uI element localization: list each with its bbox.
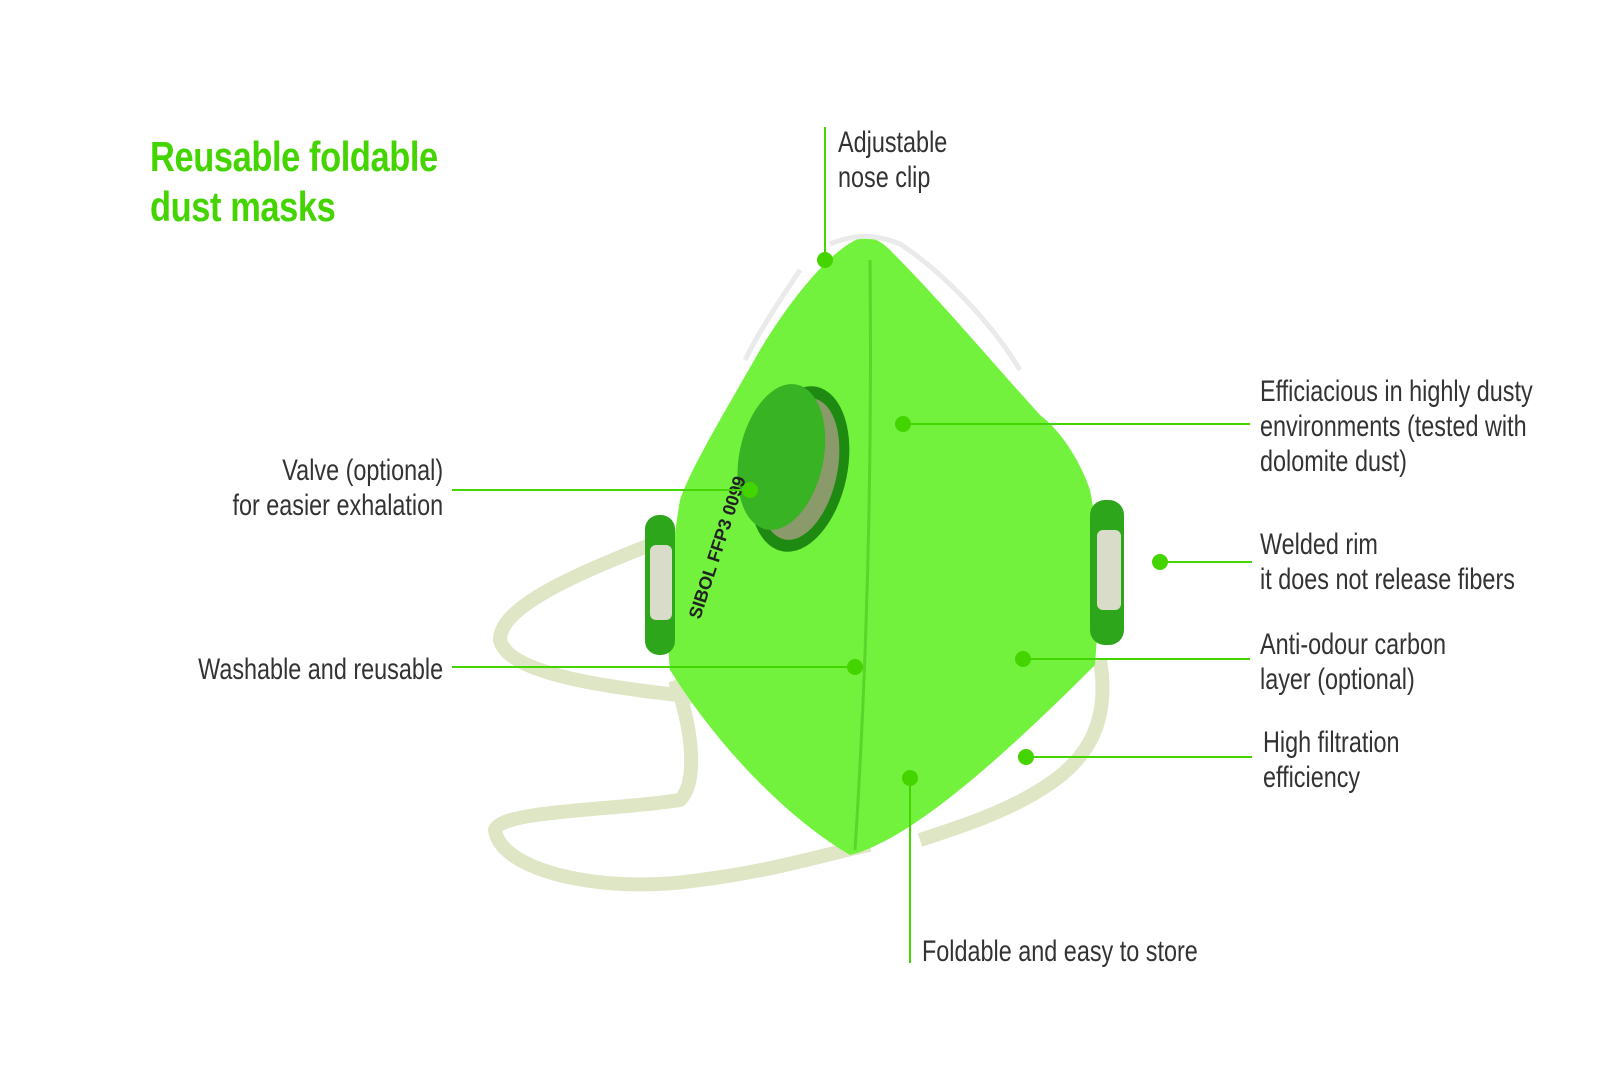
callout-text: Adjustable xyxy=(838,126,948,159)
callout-text: dolomite dust) xyxy=(1260,445,1407,478)
title-line-1: Reusable foldable xyxy=(150,133,438,180)
callout-text: it does not release fibers xyxy=(1260,563,1515,596)
callout-lines xyxy=(452,127,1252,963)
callout-washable: Washable and reusable xyxy=(198,652,443,687)
strap-clip-right xyxy=(1090,500,1124,645)
dot-filtration xyxy=(1018,749,1034,765)
callout-valve: Valve (optional) for easier exhalation xyxy=(232,453,443,523)
dot-nose-clip xyxy=(817,252,833,268)
callout-text: nose clip xyxy=(838,161,931,194)
dot-valve xyxy=(742,482,758,498)
callout-foldable: Foldable and easy to store xyxy=(922,934,1198,969)
callout-text: environments (tested with xyxy=(1260,410,1527,443)
dot-washable xyxy=(847,659,863,675)
callout-text: High filtration xyxy=(1263,726,1400,759)
elastic-straps xyxy=(488,538,1110,892)
dot-efficacious xyxy=(895,416,911,432)
callout-anti-odour: Anti-odour carbon layer (optional) xyxy=(1260,627,1446,697)
mask-body xyxy=(668,237,1099,855)
exhalation-valve xyxy=(737,384,850,552)
callout-text: Valve (optional) xyxy=(282,454,443,487)
strap-clip-left xyxy=(645,515,675,655)
callout-nose-clip: Adjustable nose clip xyxy=(838,125,947,195)
callout-efficacious: Efficiacious in highly dusty environment… xyxy=(1260,374,1533,479)
dot-anti-odour xyxy=(1015,651,1031,667)
callout-text: Foldable and easy to store xyxy=(922,935,1198,968)
dot-foldable xyxy=(902,770,918,786)
callout-text: Welded rim xyxy=(1260,528,1378,561)
center-fold xyxy=(853,259,872,851)
title-line-2: dust masks xyxy=(150,183,336,230)
callout-dots xyxy=(742,252,1168,786)
callout-text: for easier exhalation xyxy=(232,489,443,522)
nose-clip-edge-left xyxy=(742,268,803,362)
callout-text: layer (optional) xyxy=(1260,663,1415,696)
nose-clip-edge xyxy=(829,233,1023,372)
callout-text: Efficiacious in highly dusty xyxy=(1260,375,1533,408)
dot-welded-rim xyxy=(1152,554,1168,570)
callout-text: efficiency xyxy=(1263,761,1361,794)
callout-filtration: High filtration efficiency xyxy=(1263,725,1400,795)
callout-text: Washable and reusable xyxy=(198,653,443,686)
callout-text: Anti-odour carbon xyxy=(1260,628,1447,661)
callout-welded-rim: Welded rim it does not release fibers xyxy=(1260,527,1515,597)
page-title: Reusable foldable dust masks xyxy=(150,132,438,232)
